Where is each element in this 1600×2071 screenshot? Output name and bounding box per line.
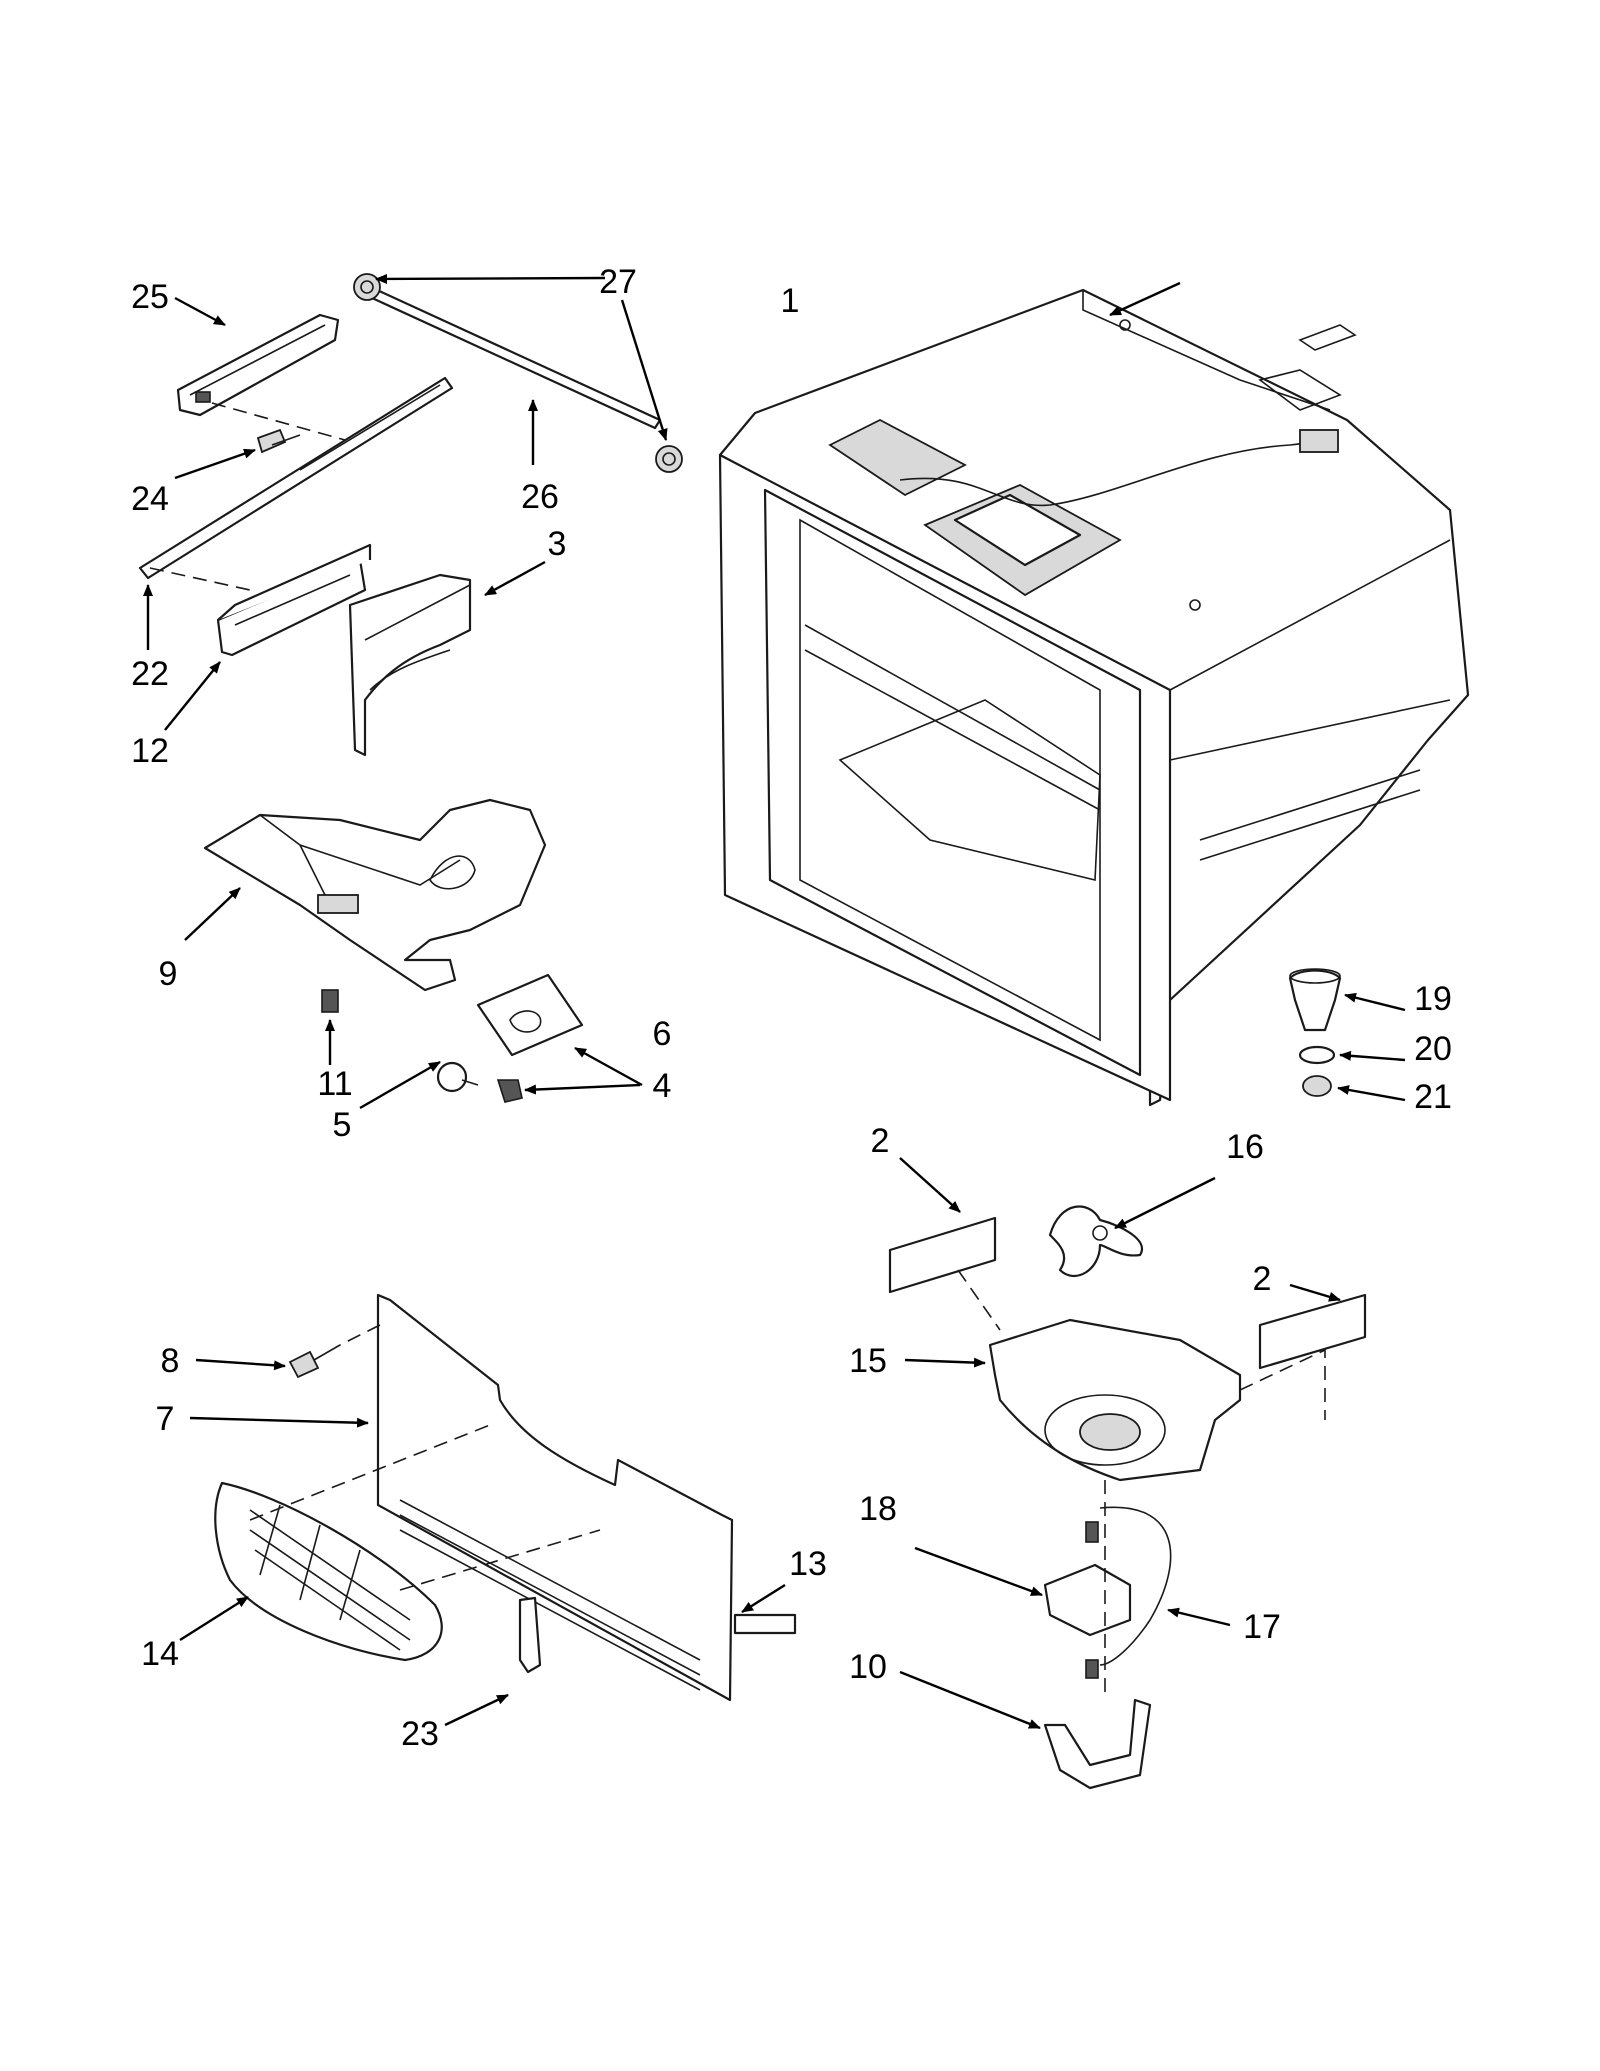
part-10-motor-bracket (1043, 1659, 1152, 1790)
callout-labels: 1 2 2 3 4 5 6 7 8 9 10 11 12 13 14 15 16… (131, 263, 1452, 1753)
part-2-left-foam-block (888, 1216, 997, 1294)
part-11-switch (321, 989, 339, 1013)
part-27-gear-bottom (655, 445, 683, 473)
part-8-screw (288, 1344, 341, 1379)
callout-20: 20 (1414, 1030, 1452, 1068)
part-6-pad (476, 973, 584, 1057)
callout-11: 11 (317, 1065, 352, 1103)
part-9-cover-tray (203, 798, 547, 992)
part-17-wire-harness (1099, 1506, 1172, 1666)
callout-25: 25 (131, 278, 169, 316)
callout-13: 13 (789, 1545, 827, 1583)
callout-12: 12 (131, 732, 169, 770)
parts-19-20-21-drain (1288, 968, 1342, 1097)
callout-23: 23 (401, 1715, 439, 1753)
part-4-socket (496, 1079, 523, 1103)
callout-21: 21 (1414, 1078, 1452, 1116)
part-27-gear-top (353, 273, 381, 301)
callout-10: 10 (849, 1648, 887, 1686)
callout-1: 1 (781, 282, 800, 320)
part-22-slide-rail (138, 376, 454, 580)
part-16-fan-blade (1048, 1205, 1144, 1277)
part-25-rail-cap (176, 313, 340, 417)
part-3-bracket (348, 573, 472, 757)
part-14-grille (214, 1481, 443, 1662)
callout-18: 18 (859, 1490, 897, 1528)
callout-2: 2 (1253, 1260, 1272, 1298)
callout-26: 26 (521, 478, 559, 516)
callout-17: 17 (1243, 1608, 1281, 1646)
part-7-rear-panel (376, 1293, 734, 1702)
callout-19: 19 (1414, 980, 1452, 1018)
callout-leaders (143, 273, 1406, 1730)
callout-2: 2 (871, 1122, 890, 1160)
callout-16: 16 (1226, 1128, 1264, 1166)
callout-3: 3 (548, 525, 567, 563)
part-15-fan-shroud (988, 1318, 1242, 1482)
callout-22: 22 (131, 655, 169, 693)
part-24-screw (256, 428, 301, 454)
callout-9: 9 (159, 955, 178, 993)
callout-7: 7 (156, 1400, 175, 1438)
part-1-freezer-housing (718, 288, 1470, 1107)
callout-5: 5 (333, 1106, 352, 1144)
callout-8: 8 (161, 1342, 180, 1380)
callout-27: 27 (599, 263, 637, 301)
callout-24: 24 (131, 480, 169, 518)
part-18-fan-motor (1043, 1521, 1132, 1637)
callout-4: 4 (653, 1067, 672, 1105)
part-5-bulb (436, 1061, 479, 1093)
part-23-clip (518, 1596, 542, 1674)
callout-14: 14 (141, 1635, 179, 1673)
callout-6: 6 (653, 1015, 672, 1053)
part-12-rail-bracket (216, 543, 372, 657)
callout-15: 15 (849, 1342, 887, 1380)
part-13-seal-strip (733, 1613, 797, 1635)
part-2-right-foam-block (1258, 1293, 1367, 1370)
